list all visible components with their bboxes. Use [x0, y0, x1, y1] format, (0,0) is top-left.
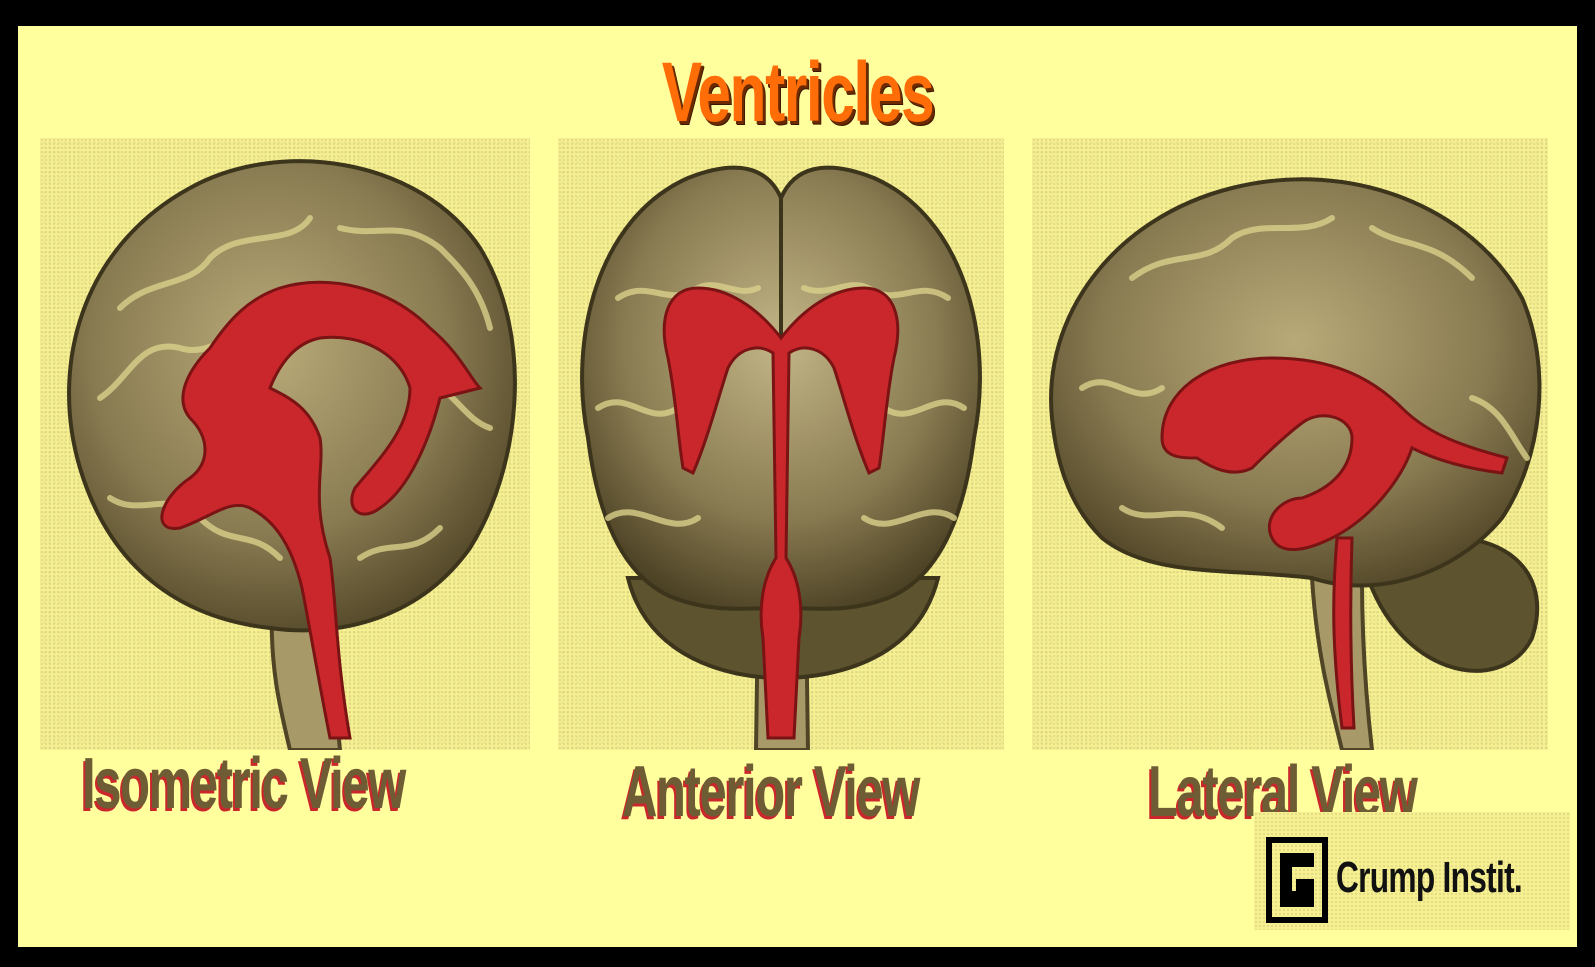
figure-panel: Ventricles — [18, 26, 1577, 947]
crump-institute-logo: Crump Instit. — [1254, 812, 1570, 930]
isometric-view-label: Isometric View — [82, 748, 405, 820]
isometric-view-image — [40, 138, 530, 750]
lateral-view-image — [1032, 138, 1548, 750]
anterior-brain-illustration — [558, 138, 1004, 750]
isometric-brain-illustration — [40, 138, 530, 750]
anterior-view-image — [558, 138, 1004, 750]
crump-logo-icon — [1266, 837, 1328, 923]
figure-title: Ventricles — [236, 50, 1358, 134]
anterior-view-label: Anterior View — [622, 756, 919, 828]
lateral-brain-illustration — [1032, 138, 1548, 750]
credit-text: Crump Instit. — [1336, 856, 1522, 900]
